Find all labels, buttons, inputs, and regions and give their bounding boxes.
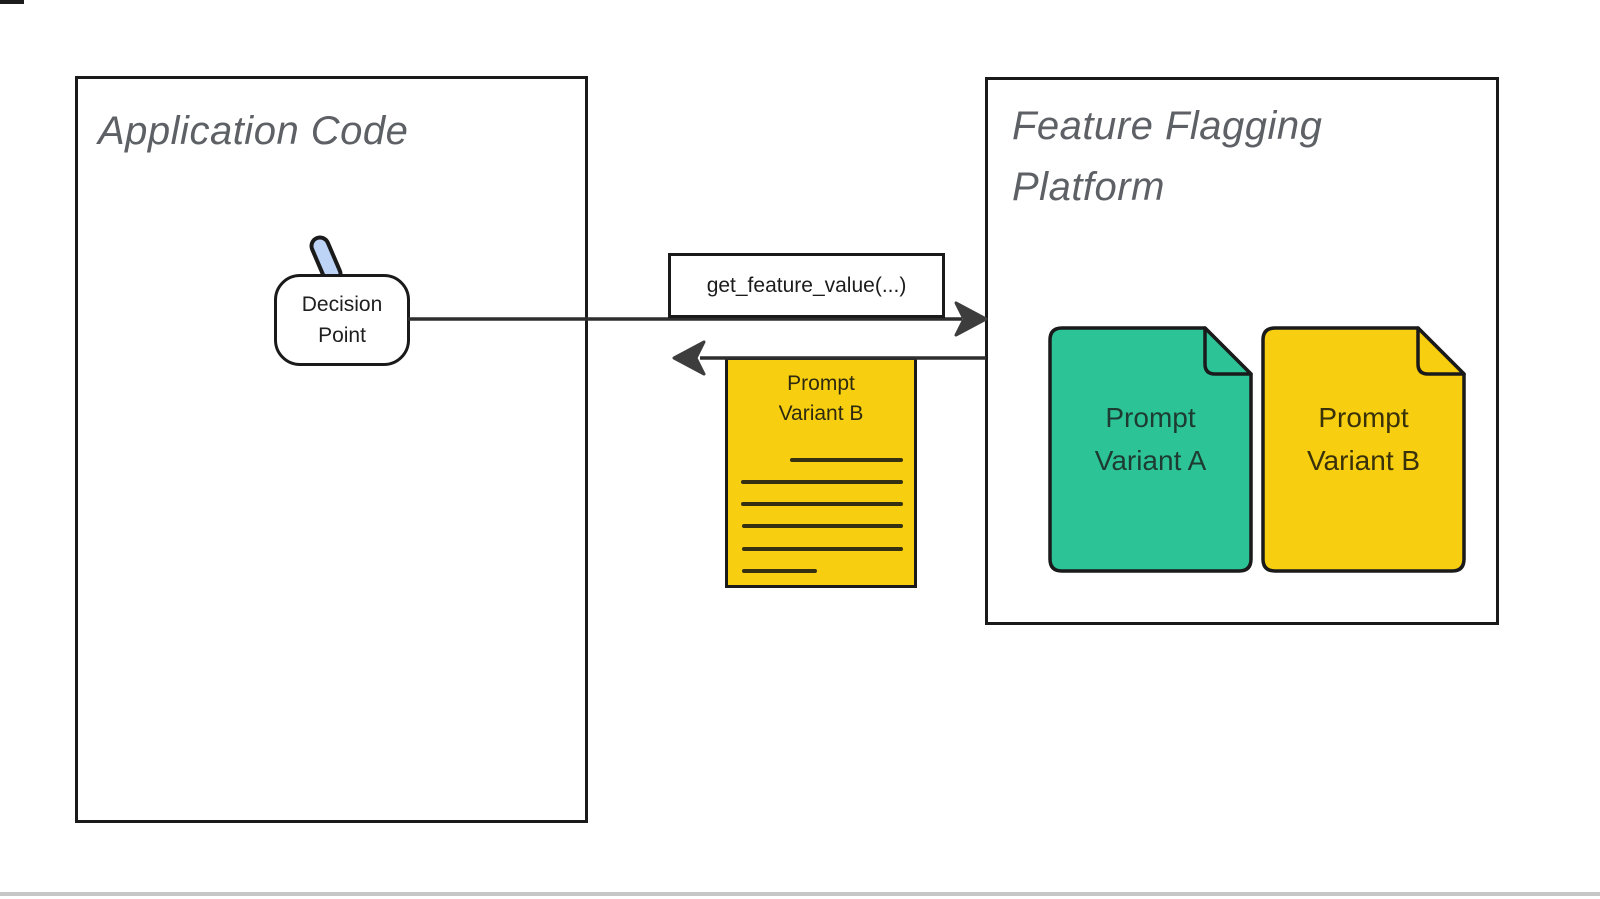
document-text-line <box>741 480 903 484</box>
screenshot-corner-artifact <box>0 0 24 4</box>
decision-point-node: Decision Point <box>274 274 410 366</box>
document-text-line <box>790 458 903 462</box>
document-shape <box>1261 326 1466 573</box>
get-feature-value-text: get_feature_value(...) <box>706 273 907 297</box>
folded-corner-icon <box>1416 326 1466 376</box>
page-bottom-divider <box>0 892 1600 896</box>
document-text-line <box>741 502 903 506</box>
returned-prompt-document-title: Prompt Variant B <box>778 372 864 425</box>
prompt-variant-b-label: Prompt Variant B <box>1306 402 1421 476</box>
application-code-title: Application Code <box>98 109 409 153</box>
get-feature-value-label: get_feature_value(...) <box>668 253 945 318</box>
document-shape <box>1048 326 1253 573</box>
folded-corner-icon <box>1203 326 1253 376</box>
prompt-variant-b-document: Prompt Variant B <box>1261 326 1466 573</box>
document-text-line <box>742 547 903 551</box>
arrow-left-icon <box>672 340 706 376</box>
document-text-line <box>742 524 903 528</box>
decision-point-label: Decision Point <box>301 293 383 347</box>
feature-flagging-platform-title: Feature Flagging Platform <box>1012 104 1323 209</box>
application-code-box: Application Code <box>75 76 588 823</box>
prompt-variant-a-document: Prompt Variant A <box>1048 326 1253 573</box>
arrow-right-icon <box>954 301 988 337</box>
returned-prompt-document: Prompt Variant B <box>725 357 917 588</box>
prompt-variant-a-label: Prompt Variant A <box>1094 402 1207 476</box>
document-text-line <box>742 569 817 573</box>
